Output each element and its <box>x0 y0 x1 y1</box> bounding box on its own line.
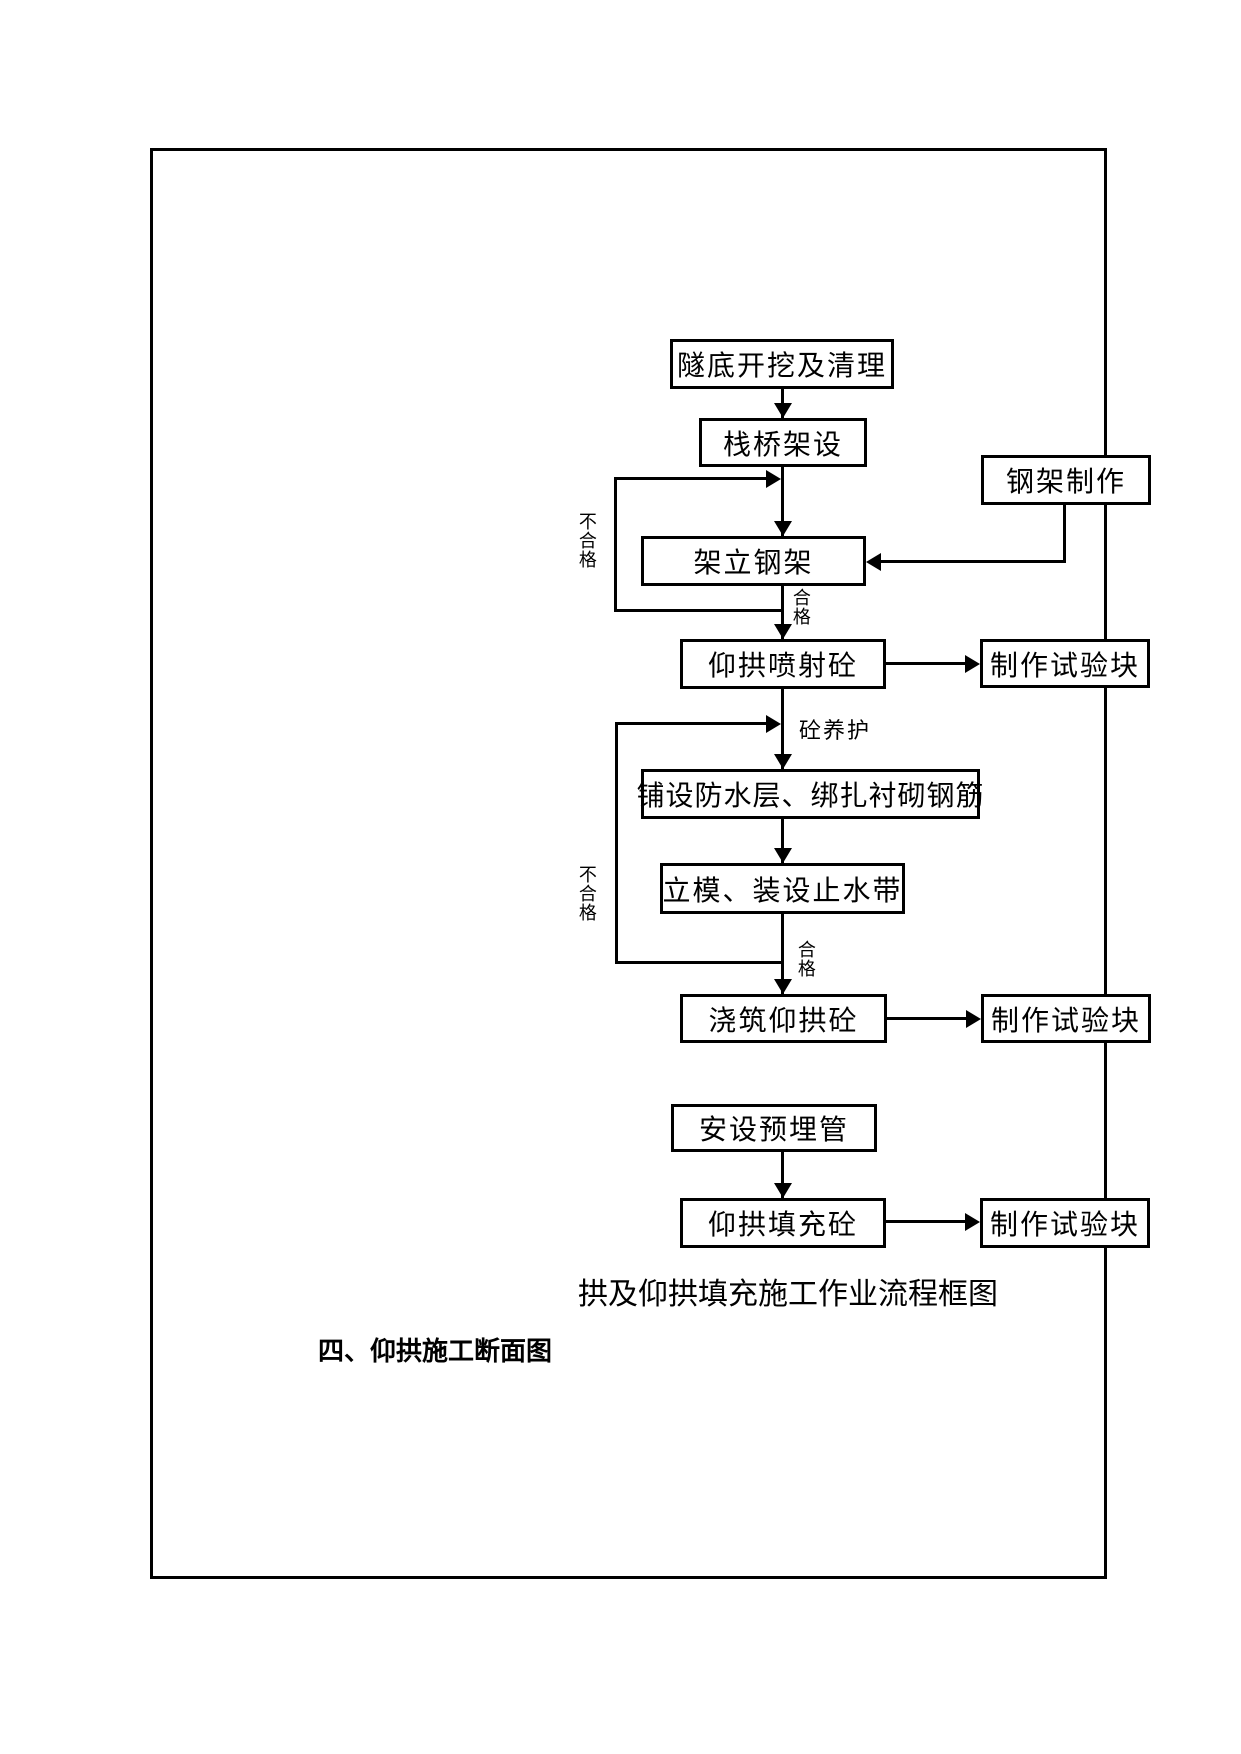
arrowhead-right-icon <box>966 1010 981 1028</box>
arrowhead-down-icon <box>774 979 792 994</box>
flow-node-waterproof-and-rebar: 铺设防水层、绑扎衬砌钢筋 <box>637 769 984 819</box>
arrowhead-down-icon <box>774 754 792 769</box>
edge-line-loop1 <box>614 479 617 612</box>
edge-line <box>781 1152 784 1199</box>
flow-node-make-test-block-2: 制作试验块 <box>981 994 1151 1043</box>
edge-line <box>781 914 784 995</box>
edge-label-pass-1: 合格 <box>790 588 811 626</box>
page-border: 隧底开挖及清理 栈桥架设 钢架制作 架立钢架 仰拱喷射砼 制作试验块 铺设防水层… <box>150 148 1151 1579</box>
edge-line-test1 <box>886 662 968 665</box>
arrowhead-right-icon <box>766 715 781 733</box>
edge-line-loop2 <box>615 724 618 964</box>
flow-node-make-test-block-1: 制作试验块 <box>980 639 1150 688</box>
flow-node-erect-steel-frame: 架立钢架 <box>641 536 866 586</box>
edge-label-fail-1: 不合格 <box>576 512 597 569</box>
edge-label-pass-2: 合格 <box>795 940 816 978</box>
edge-line <box>781 467 784 537</box>
flow-node-pour-invert-concrete: 浇筑仰拱砼 <box>680 994 887 1043</box>
arrowhead-down-icon <box>774 521 792 536</box>
edge-line-steel-frame <box>1063 505 1066 563</box>
arrowhead-down-icon <box>774 848 792 863</box>
arrowhead-down-icon <box>774 403 792 418</box>
edge-line-test3 <box>886 1220 968 1223</box>
edge-line <box>781 586 784 640</box>
flow-node-invert-filling-concrete: 仰拱填充砼 <box>680 1198 886 1248</box>
flow-node-install-embedded-pipes: 安设预埋管 <box>671 1104 877 1152</box>
flow-node-steel-frame-fabrication: 钢架制作 <box>981 455 1151 505</box>
arrowhead-right-icon <box>965 1213 980 1231</box>
flow-node-tunnel-bottom-excavation: 隧底开挖及清理 <box>670 339 894 389</box>
arrowhead-down-icon <box>774 1183 792 1198</box>
edge-line-loop1 <box>614 609 784 612</box>
arrowhead-left-icon <box>866 553 881 571</box>
edge-line-steel-frame <box>880 560 1066 563</box>
flow-node-invert-shotcrete: 仰拱喷射砼 <box>680 639 886 689</box>
section-heading: 四、仰拱施工断面图 <box>318 1336 553 1366</box>
flowchart-caption: 拱及仰拱填充施工作业流程框图 <box>578 1278 998 1311</box>
edge-line-loop2 <box>615 722 768 725</box>
arrowhead-down-icon <box>774 624 792 639</box>
arrowhead-right-icon <box>965 655 980 673</box>
edge-label-fail-2: 不合格 <box>576 865 597 922</box>
arrowhead-right-icon <box>766 470 781 488</box>
flow-node-formwork-waterstop: 立模、装设止水带 <box>660 863 905 914</box>
flow-node-make-test-block-3: 制作试验块 <box>980 1198 1150 1248</box>
edge-line <box>781 819 784 864</box>
edge-line-test2 <box>887 1017 969 1020</box>
edge-label-curing: 砼养护 <box>799 718 872 743</box>
edge-line-loop2 <box>615 961 784 964</box>
flow-node-trestle-erection: 栈桥架设 <box>699 418 867 467</box>
edge-line <box>781 689 784 770</box>
edge-line-loop1 <box>614 477 767 480</box>
